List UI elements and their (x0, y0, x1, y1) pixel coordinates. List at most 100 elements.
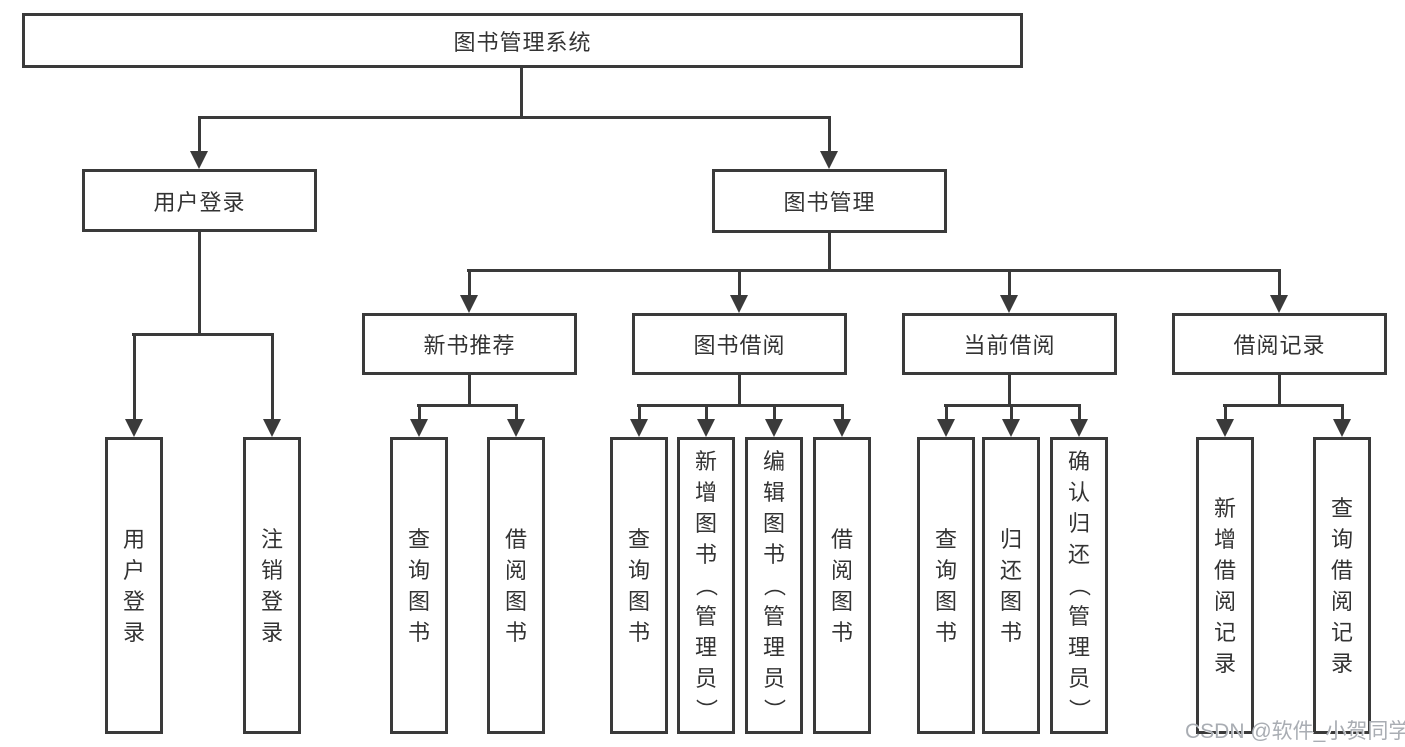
leaf-node-confirm-return-admin: 确认归还（管理员） (1050, 437, 1108, 734)
arrow-down-icon (730, 295, 748, 313)
node-book-management: 图书管理 (712, 169, 947, 233)
arrow-down-icon (1270, 295, 1288, 313)
vertical-char: 阅 (1330, 588, 1353, 614)
arrow-down-icon (1216, 419, 1234, 437)
vertical-char: 员 (694, 666, 717, 691)
vertical-char: 询 (407, 557, 430, 583)
connector-line (271, 334, 274, 429)
vertical-char: 书 (934, 619, 957, 645)
vertical-char: 登 (122, 588, 145, 614)
vertical-char: 录 (260, 619, 283, 645)
leaf-node-edit-books-admin: 编辑图书（管理员） (745, 437, 803, 734)
arrow-down-icon (1000, 295, 1018, 313)
arrow-down-icon (507, 419, 525, 437)
vertical-char: 录 (1213, 650, 1236, 676)
vertical-char: 阅 (1213, 588, 1236, 614)
vertical-char: 登 (260, 588, 283, 614)
vertical-char: 新 (1213, 495, 1236, 521)
vertical-char: 书 (999, 619, 1022, 645)
connector-line (1010, 405, 1013, 429)
vertical-char: 书 (762, 542, 785, 567)
vertical-char: 图 (934, 588, 957, 614)
arrow-down-icon (190, 151, 208, 169)
node-label: 新增借阅记录 (1214, 493, 1236, 679)
node-user-login: 用户登录 (82, 169, 317, 232)
connector-line (133, 334, 136, 429)
leaf-node-query-books-recommend: 查询图书 (390, 437, 448, 734)
arrow-down-icon (263, 419, 281, 437)
vertical-char: 录 (1330, 650, 1353, 676)
connector-line (520, 68, 523, 119)
connector-line (515, 405, 518, 429)
node-book-borrowing: 图书借阅 (632, 313, 847, 375)
vertical-char: 管 (694, 604, 717, 629)
vertical-char: 户 (122, 557, 145, 583)
leaf-node-query-books-current: 查询图书 (917, 437, 975, 734)
node-current-borrowing: 当前借阅 (902, 313, 1117, 375)
leaf-node-return-books: 归还图书 (982, 437, 1040, 734)
arrow-down-icon (1333, 419, 1351, 437)
arrow-down-icon (125, 419, 143, 437)
node-label: 查询图书 (935, 524, 957, 648)
vertical-char: ） (693, 698, 719, 721)
connector-line (467, 269, 1281, 272)
node-label: 当前借阅 (963, 333, 1056, 358)
node-label: 注销登录 (261, 524, 283, 648)
vertical-char: 新 (694, 449, 717, 474)
connector-line (132, 333, 274, 336)
arrow-down-icon (937, 419, 955, 437)
vertical-char: 询 (627, 557, 650, 583)
vertical-char: 书 (504, 619, 527, 645)
leaf-node-user-login: 用户登录 (105, 437, 163, 734)
vertical-char: 图 (627, 588, 650, 614)
connector-line (198, 116, 831, 119)
arrow-down-icon (410, 419, 428, 437)
vertical-char: （ (693, 574, 719, 597)
node-label: 图书管理系统 (453, 29, 592, 55)
connector-line (828, 232, 831, 272)
connector-line (1078, 405, 1081, 429)
arrow-down-icon (1002, 419, 1020, 437)
node-label: 用户登录 (153, 189, 246, 215)
vertical-char: 记 (1213, 619, 1236, 645)
leaf-node-add-borrow-record: 新增借阅记录 (1196, 437, 1254, 734)
connector-line (198, 117, 201, 161)
vertical-char: 理 (1067, 635, 1090, 660)
connector-line (418, 405, 421, 429)
vertical-char: 注 (260, 526, 283, 552)
connector-line (738, 270, 741, 305)
node-label: 查询借阅记录 (1331, 493, 1353, 679)
vertical-char: 管 (1067, 604, 1090, 629)
vertical-char: ） (761, 698, 787, 721)
node-label: 借阅图书 (505, 524, 527, 648)
vertical-char: 阅 (830, 557, 853, 583)
arrow-down-icon (460, 295, 478, 313)
node-label: 查询图书 (408, 524, 430, 648)
connector-line (1278, 270, 1281, 305)
vertical-char: 借 (1330, 557, 1353, 583)
vertical-char: 图 (694, 511, 717, 536)
connector-line (417, 404, 518, 407)
node-label: 用户登录 (123, 524, 145, 648)
vertical-char: 询 (1330, 526, 1353, 552)
vertical-char: （ (761, 574, 787, 597)
vertical-char: 增 (694, 480, 717, 505)
vertical-char: （ (1066, 574, 1092, 597)
connector-line (1008, 374, 1011, 407)
vertical-char: 增 (1213, 526, 1236, 552)
connector-line (738, 374, 741, 407)
vertical-char: 确 (1067, 449, 1090, 474)
vertical-char: 录 (122, 619, 145, 645)
vertical-char: 询 (934, 557, 957, 583)
node-new-book-recommend: 新书推荐 (362, 313, 577, 375)
vertical-char: 归 (1067, 511, 1090, 536)
vertical-char: 查 (407, 526, 430, 552)
leaf-node-query-books-borrowing: 查询图书 (610, 437, 668, 734)
vertical-char: 查 (1330, 495, 1353, 521)
vertical-char: 查 (934, 526, 957, 552)
connector-line (773, 405, 776, 429)
vertical-char: 认 (1067, 480, 1090, 505)
vertical-char: 图 (762, 511, 785, 536)
arrow-down-icon (833, 419, 851, 437)
connector-line (1341, 405, 1344, 429)
